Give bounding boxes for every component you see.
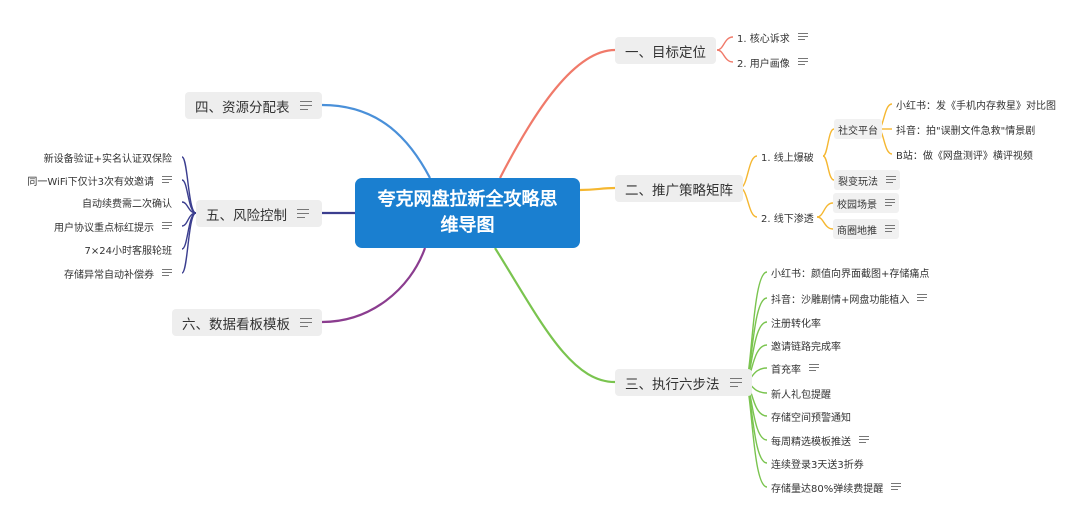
branch-resource-allocation[interactable]: 四、资源分配表 (185, 92, 322, 119)
node-mall[interactable]: 商圈地推 (833, 219, 899, 239)
node-offline[interactable]: 2. 线下渗透 (761, 213, 814, 225)
branch-label: 一、目标定位 (625, 44, 706, 61)
branch-dashboard-template[interactable]: 六、数据看板模板 (172, 309, 322, 336)
notes-icon (162, 222, 172, 230)
step-item[interactable]: 小红书：颜值向界面截图+存储痛点 (771, 268, 930, 280)
step-item[interactable]: 存储空间预警通知 (771, 412, 851, 424)
step-item[interactable]: 每周精选模板推送 (767, 430, 873, 450)
node-social-douyin[interactable]: 抖音：拍"误删文件急救"情景剧 (896, 125, 1036, 137)
branch-goal-positioning[interactable]: 一、目标定位 (615, 37, 716, 64)
notes-icon (729, 378, 742, 387)
branch-risk-control[interactable]: 五、风险控制 (196, 200, 322, 227)
risk-item[interactable]: 存储异常自动补偿券 (60, 263, 176, 283)
root-title-line1: 夸克网盘拉新全攻略思 (377, 189, 558, 210)
link-b4 (321, 103, 431, 179)
step-item[interactable]: 注册转化率 (771, 318, 821, 330)
notes-icon (162, 176, 172, 184)
root-title-line2: 维导图 (440, 215, 495, 236)
notes-icon (797, 33, 808, 41)
notes-icon (886, 176, 896, 184)
root-topic[interactable]: 夸克网盘拉新全攻略思维导图 (355, 178, 580, 248)
node-fission[interactable]: 裂变玩法 (834, 170, 900, 190)
risk-item[interactable]: 自动续费需二次确认 (82, 198, 172, 210)
risk-item[interactable]: 7×24小时客服轮班 (84, 245, 172, 257)
node-core-demand[interactable]: 1. 核心诉求 (733, 27, 812, 47)
risk-item[interactable]: 用户协议重点标红提示 (50, 216, 176, 236)
link-b2 (579, 186, 616, 192)
notes-icon (809, 364, 819, 372)
link-b3 (494, 247, 616, 384)
node-online[interactable]: 1. 线上爆破 (761, 152, 814, 164)
step-item[interactable]: 存储量达80%弹续费提醒 (767, 477, 905, 497)
node-user-persona[interactable]: 2. 用户画像 (733, 52, 812, 72)
link-b1 (499, 48, 616, 179)
node-social-xiaohongshu[interactable]: 小红书：发《手机内存救星》对比图 (896, 100, 1056, 112)
branch-six-steps[interactable]: 三、执行六步法 (615, 369, 752, 396)
notes-icon (299, 101, 312, 110)
link-b6 (321, 247, 427, 324)
step-item[interactable]: 抖音：沙雕剧情+网盘功能植入 (767, 288, 931, 308)
notes-icon (891, 483, 902, 491)
notes-icon (885, 199, 895, 207)
step-item[interactable]: 邀请链路完成率 (771, 341, 841, 353)
step-item[interactable]: 新人礼包提醒 (771, 389, 831, 401)
notes-icon (917, 294, 928, 302)
notes-icon (797, 58, 808, 66)
notes-icon (859, 436, 869, 444)
notes-icon (885, 225, 895, 233)
notes-icon (162, 269, 172, 277)
notes-icon (297, 209, 309, 218)
notes-icon (300, 318, 312, 327)
node-social-platform[interactable]: 社交平台 (834, 119, 882, 139)
node-campus[interactable]: 校园场景 (833, 193, 899, 213)
risk-item[interactable]: 同一WiFi下仅计3次有效邀请 (23, 170, 176, 190)
step-item[interactable]: 连续登录3天送3折券 (771, 459, 864, 471)
risk-item[interactable]: 新设备验证+实名认证双保险 (43, 153, 172, 165)
branch-promotion-matrix[interactable]: 二、推广策略矩阵 (615, 175, 743, 202)
step-item[interactable]: 首充率 (767, 358, 823, 378)
node-social-bilibili[interactable]: B站：做《网盘测评》横评视频 (896, 150, 1033, 162)
